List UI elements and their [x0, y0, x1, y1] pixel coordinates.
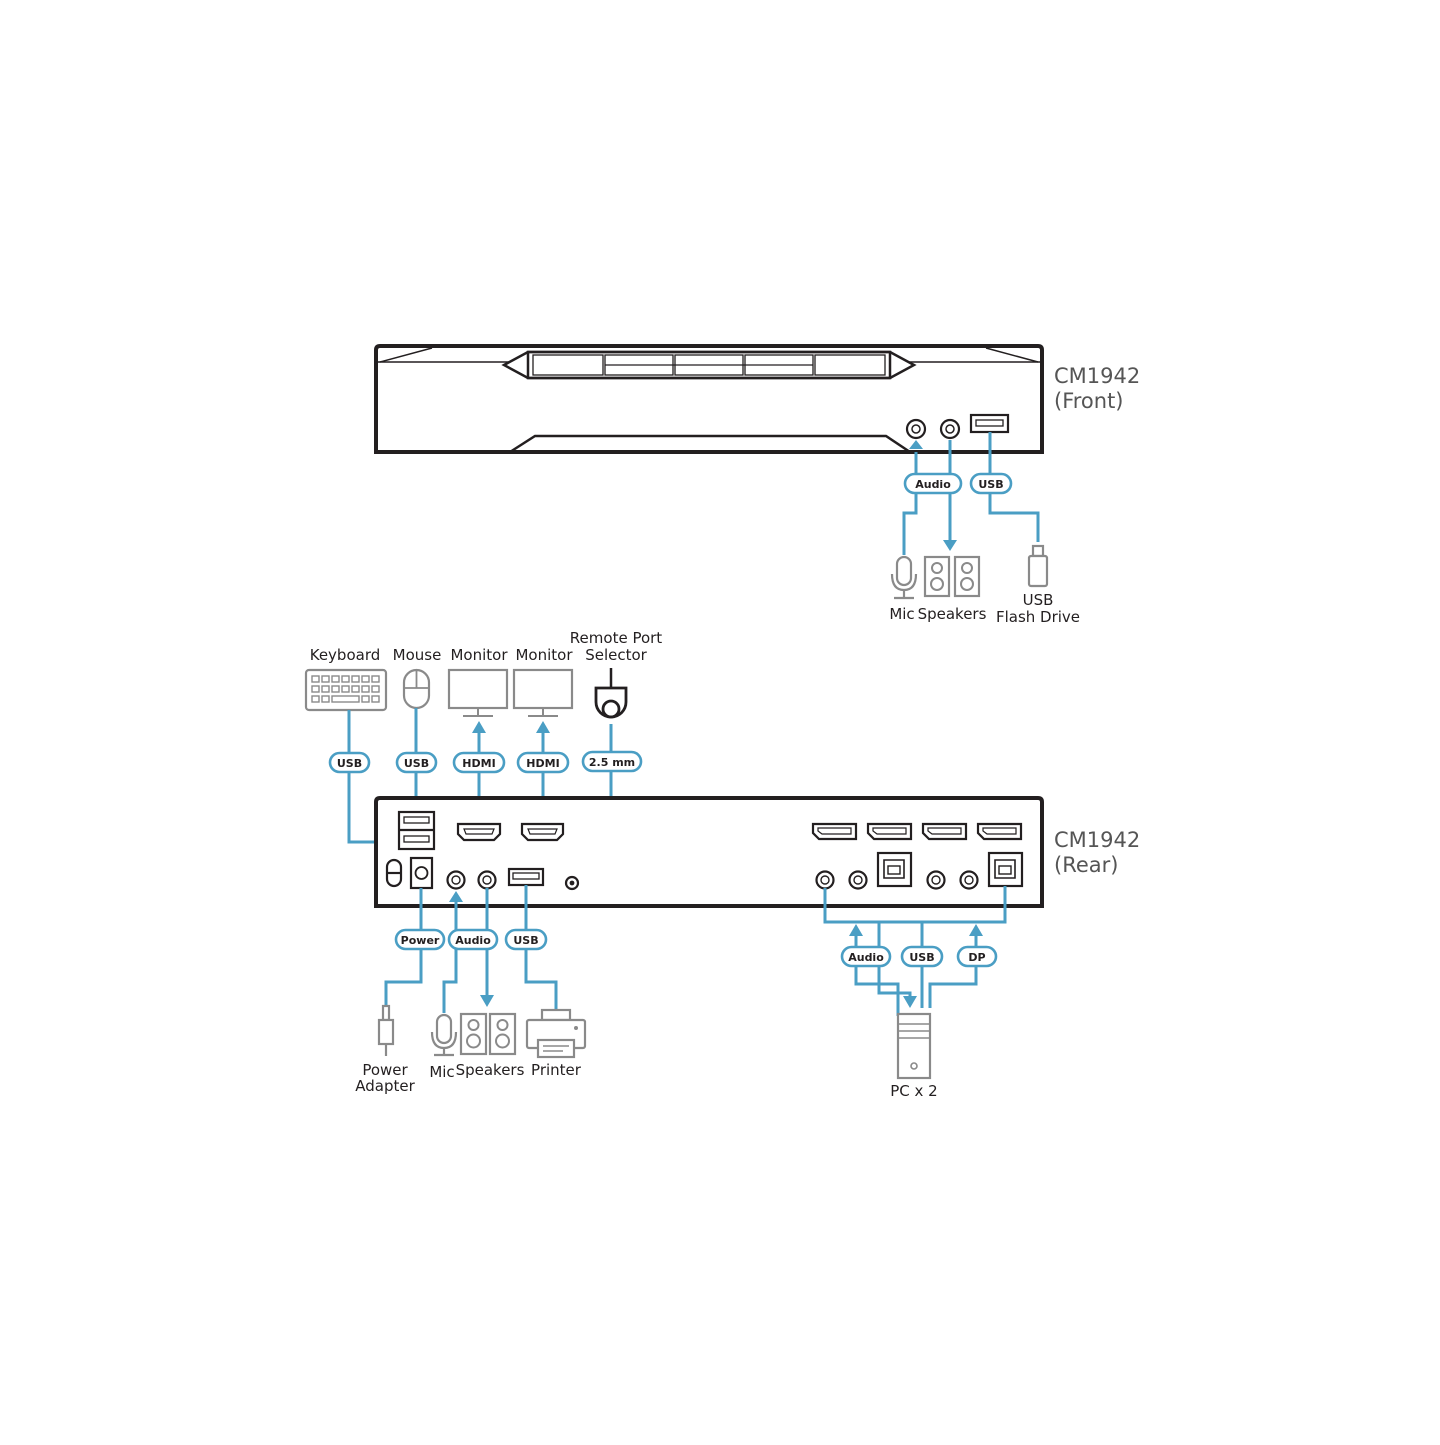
mouse-label: Mouse — [393, 646, 442, 664]
rear-pc2-audio-jacks — [926, 870, 979, 890]
rear-ground-terminal — [385, 858, 403, 888]
rear-audio-tag: Audio — [447, 928, 499, 951]
front-usb-label-line2: Flash Drive — [996, 608, 1080, 626]
usb-flash-drive-icon — [1027, 544, 1049, 588]
power-adapter-icon — [377, 1004, 395, 1056]
rear-audio-jack-speaker — [477, 870, 497, 890]
pc-dp-tag: DP — [956, 945, 998, 968]
svg-text:2.5 mm: 2.5 mm — [589, 756, 635, 769]
svg-text:HDMI: HDMI — [526, 757, 559, 770]
rear-power-jack — [409, 856, 434, 890]
rear-remote-jack — [564, 875, 580, 891]
rear-dp-port-4 — [976, 822, 1023, 841]
front-audio-tag: Audio — [903, 472, 963, 495]
pc-tower-icon — [896, 1012, 932, 1080]
microphone-icon — [430, 1013, 458, 1057]
svg-text:HDMI: HDMI — [462, 757, 495, 770]
rear-pc1-audio-jacks — [815, 870, 868, 890]
microphone-icon — [890, 555, 918, 600]
monitor2-label: Monitor — [515, 646, 573, 664]
svg-text:USB: USB — [909, 951, 934, 964]
front-audio-jack-mic — [905, 418, 927, 440]
svg-text:Audio: Audio — [455, 934, 491, 947]
speakers-icon — [923, 555, 981, 598]
front-mic-label: Mic — [889, 605, 914, 623]
rear-title-line1: CM1942 — [1054, 828, 1140, 852]
keyboard-label: Keyboard — [310, 646, 381, 664]
rear-dp-port-1 — [811, 822, 858, 841]
rear-usb-port — [507, 867, 545, 887]
front-title-line1: CM1942 — [1054, 364, 1140, 388]
rear-title-line2: (Rear) — [1054, 853, 1118, 877]
pc-label: PC x 2 — [890, 1082, 937, 1100]
svg-text:DP: DP — [968, 951, 985, 964]
front-usb-label-line1: USB — [1023, 591, 1054, 609]
rear-hdmi-port-2 — [520, 822, 565, 842]
remote-2-5mm-tag: 2.5 mm — [581, 750, 643, 773]
rear-unit — [374, 796, 1044, 908]
power-adapter-label-line1: Power — [362, 1061, 408, 1079]
mouse-icon — [402, 668, 431, 710]
rear-hdmi-port-1 — [456, 822, 502, 842]
rear-speakers-label: Speakers — [456, 1061, 525, 1079]
mouse-usb-tag: USB — [395, 751, 438, 774]
pc-audio-tag: Audio — [840, 945, 892, 968]
pc-usb-tag: USB — [900, 945, 944, 968]
monitor1-hdmi-tag: HDMI — [452, 751, 506, 774]
svg-text:Power: Power — [401, 934, 440, 947]
svg-text:USB: USB — [513, 934, 538, 947]
monitor-icon — [512, 668, 574, 717]
front-unit — [374, 344, 1044, 454]
power-tag: Power — [394, 928, 446, 951]
rear-dp-port-3 — [921, 822, 968, 841]
keyboard-icon — [304, 668, 388, 712]
front-usb-port — [969, 413, 1010, 434]
remote-label-line2: Selector — [585, 646, 647, 664]
svg-text:USB: USB — [978, 478, 1003, 491]
speakers-icon — [459, 1012, 517, 1056]
svg-text:Audio: Audio — [848, 951, 884, 964]
monitor2-hdmi-tag: HDMI — [516, 751, 570, 774]
keyboard-usb-tag: USB — [328, 751, 371, 774]
monitor-icon — [447, 668, 509, 717]
svg-text:USB: USB — [337, 757, 362, 770]
rear-audio-jack-mic — [446, 870, 466, 890]
rear-dp-port-2 — [866, 822, 913, 841]
front-audio-jack-speaker — [939, 418, 961, 440]
remote-port-selector-icon — [594, 668, 628, 719]
power-adapter-label-line2: Adapter — [355, 1077, 415, 1095]
printer-label: Printer — [531, 1061, 582, 1079]
monitor1-label: Monitor — [450, 646, 508, 664]
rear-pc1-usb-b-port — [876, 851, 913, 888]
front-speakers-label: Speakers — [918, 605, 987, 623]
rear-pc2-usb-b-port — [987, 851, 1024, 888]
rear-usb-tag: USB — [504, 928, 548, 951]
front-usb-tag: USB — [969, 472, 1013, 495]
printer-icon — [525, 1008, 587, 1059]
rear-usb-stack — [397, 810, 436, 851]
svg-text:USB: USB — [404, 757, 429, 770]
front-title-line2: (Front) — [1054, 389, 1124, 413]
remote-label-line1: Remote Port — [570, 629, 662, 647]
rear-mic-label: Mic — [429, 1063, 454, 1081]
svg-text:Audio: Audio — [915, 478, 951, 491]
